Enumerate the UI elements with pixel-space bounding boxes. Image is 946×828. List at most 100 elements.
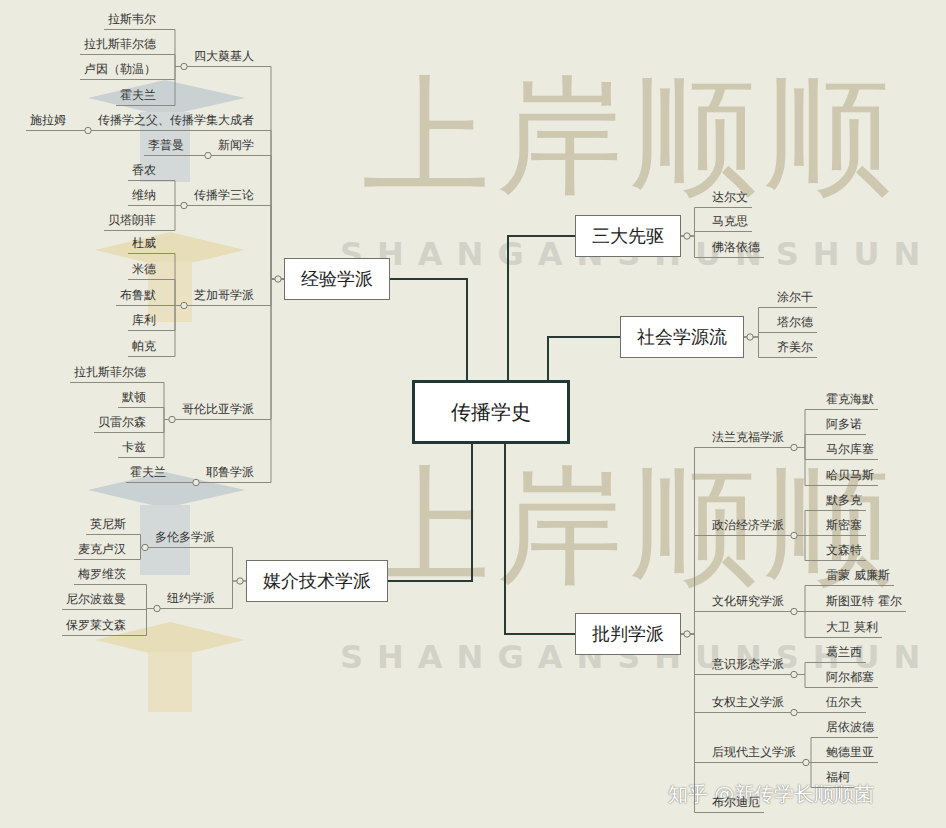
topic-item: 葛兰西: [822, 645, 866, 663]
connector: [744, 308, 773, 338]
topic-item: 卡兹: [118, 440, 150, 458]
topic-item: 默顿: [118, 390, 150, 408]
cap-top: [88, 80, 245, 116]
topic-text: 齐美尔: [777, 340, 813, 355]
topic-text: 三大先驱: [592, 225, 664, 247]
topic-text: 多伦多学派: [155, 530, 215, 545]
topic-text: 传播学三论: [194, 188, 254, 203]
topic-text: 斯密塞: [826, 518, 862, 533]
topic-item: 涂尔干: [773, 290, 817, 308]
collapse-dot: [684, 631, 690, 637]
topic-item: 英尼斯: [86, 517, 130, 535]
topic-item: 法兰克福学派: [708, 430, 788, 448]
topic-item: 拉扎斯菲尔德: [80, 37, 160, 55]
topic-item: 拉斯韦尔: [104, 12, 160, 30]
topic-text: 霍夫兰: [130, 465, 166, 480]
collapse-dot: [154, 605, 160, 611]
topic-item: 女权主义学派: [708, 695, 788, 713]
topic-text: 维纳: [132, 188, 156, 203]
topic-text: 尼尔波兹曼: [66, 592, 126, 607]
topic-text: 哈贝马斯: [826, 468, 874, 483]
topic-text: 耶鲁学派: [206, 465, 254, 480]
topic-text: 达尔文: [712, 190, 748, 205]
connector: [258, 67, 284, 280]
topic-item: 贝雷尔森: [94, 415, 150, 433]
topic-text: 贝雷尔森: [98, 415, 146, 430]
collapse-dot: [791, 671, 797, 677]
collapse-dot: [275, 276, 281, 282]
topic-text: 伍尔夫: [826, 695, 862, 710]
topic-item: 鲍德里亚: [822, 745, 878, 763]
topic-item: 四大奠基人: [190, 49, 258, 67]
topic-text: 女权主义学派: [712, 695, 784, 710]
branch-box: 媒介技术学派: [246, 560, 388, 602]
topic-text: 阿尔都塞: [826, 670, 874, 685]
connector: [788, 586, 822, 612]
topic-text: 英尼斯: [90, 517, 126, 532]
collapse-dot: [181, 302, 187, 308]
connector: [160, 206, 190, 231]
collapse-dot: [791, 608, 797, 614]
connector: [548, 337, 620, 380]
topic-text: 媒介技术学派: [263, 570, 371, 592]
topic-item: 杜威: [128, 236, 160, 254]
topic-item: 霍夫兰: [116, 88, 160, 106]
topic-item: 霍夫兰: [126, 465, 170, 483]
topic-item: 阿多诺: [822, 417, 866, 435]
topic-item: 雷蒙 威廉斯: [822, 568, 894, 586]
topic-item: 多伦多学派: [151, 530, 219, 548]
topic-item: 大卫 莫利: [822, 620, 882, 638]
collapse-dot: [684, 233, 690, 239]
topic-text: 拉斯韦尔: [108, 12, 156, 27]
connector: [788, 511, 822, 536]
topic-text: 马尔库塞: [826, 442, 874, 457]
topic-text: 塔尔德: [777, 315, 813, 330]
connector: [219, 548, 246, 582]
connector: [681, 634, 708, 813]
topic-text: 帕克: [132, 339, 156, 354]
topic-text: 拉扎斯菲尔德: [84, 37, 156, 52]
topic-item: 纽约学派: [163, 591, 219, 609]
connector: [130, 609, 163, 636]
collapse-dot: [205, 152, 211, 158]
topic-item: 马克思: [708, 214, 752, 232]
topic-text: 杜威: [132, 236, 156, 251]
topic-text: 鲍德里亚: [826, 745, 874, 760]
collapse-dot: [803, 759, 809, 765]
topic-item: 新闻学: [214, 138, 258, 156]
topic-text: 文森特: [826, 543, 862, 558]
topic-text: 社会学源流: [637, 326, 727, 348]
topic-item: 耶鲁学派: [202, 465, 258, 483]
connector: [390, 279, 467, 380]
topic-item: 维纳: [128, 188, 160, 206]
collapse-dot: [193, 479, 199, 485]
connector: [160, 67, 190, 106]
topic-item: 施拉姆: [26, 113, 70, 131]
topic-item: 布尔迪厄: [708, 795, 764, 813]
connector: [160, 30, 190, 67]
topic-item: 文化研究学派: [708, 594, 788, 612]
topic-text: 传播学史: [451, 400, 531, 424]
topic-item: 拉扎斯菲尔德: [70, 365, 150, 383]
topic-item: 文森特: [822, 543, 866, 561]
topic-text: 后现代主义学派: [712, 745, 796, 760]
topic-text: 霍克海默: [826, 392, 874, 407]
topic-text: 佛洛依德: [712, 240, 760, 255]
topic-text: 保罗莱文森: [66, 618, 126, 633]
topic-text: 大卫 莫利: [826, 620, 878, 635]
connector: [788, 612, 822, 638]
collapse-dot: [142, 544, 148, 550]
topic-item: 帕克: [128, 339, 160, 357]
topic-text: 香农: [132, 163, 156, 178]
connector: [219, 581, 246, 609]
collapse-dot: [791, 709, 797, 715]
topic-item: 后现代主义学派: [708, 745, 800, 763]
collapse-dot: [181, 63, 187, 69]
connector: [800, 738, 822, 763]
topic-item: 贝塔朗菲: [104, 213, 160, 231]
branch-box: 三大先驱: [575, 215, 681, 257]
connector: [508, 236, 575, 380]
topic-text: 居依波德: [826, 720, 874, 735]
topic-text: 芝加哥学派: [194, 288, 254, 303]
connector: [388, 444, 472, 581]
